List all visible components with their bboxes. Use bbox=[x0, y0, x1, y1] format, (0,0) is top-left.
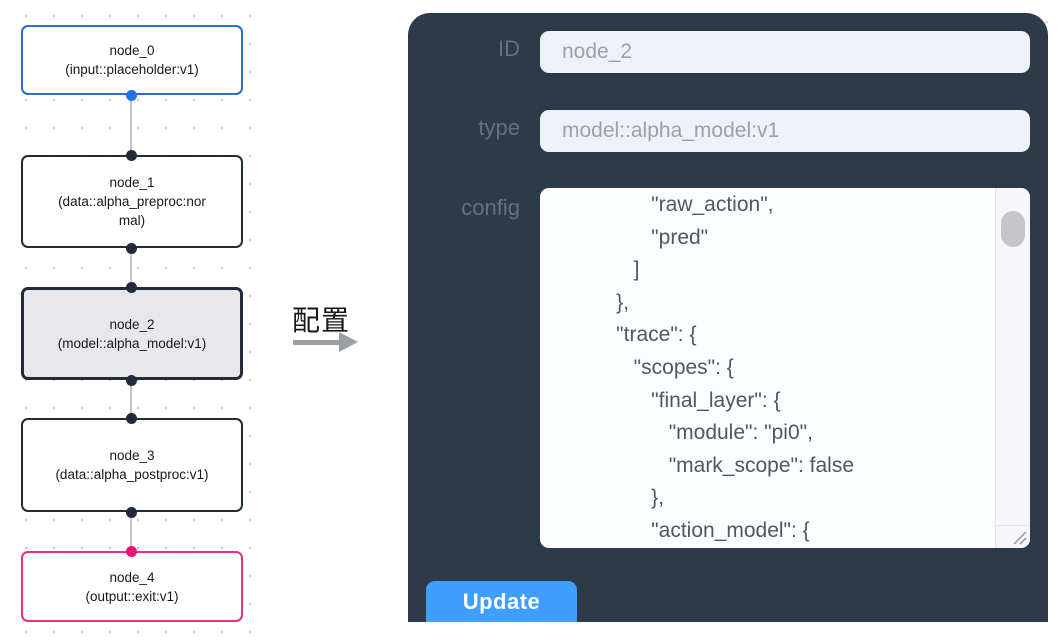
node-node_3[interactable]: node_3(data::alpha_postproc:v1) bbox=[21, 418, 243, 512]
scrollbar-corner-divider bbox=[995, 525, 1030, 526]
node_1-input-port-icon[interactable] bbox=[126, 150, 137, 161]
node-node_1[interactable]: node_1(data::alpha_preproc:normal) bbox=[21, 155, 243, 248]
node_1-output-port-icon[interactable] bbox=[126, 243, 137, 254]
type-input[interactable]: model::alpha_model:v1 bbox=[540, 110, 1030, 152]
config-scrollbar-track[interactable] bbox=[995, 188, 1030, 548]
type-field-label: type bbox=[478, 115, 520, 140]
arrow-right-icon bbox=[293, 340, 340, 345]
node-label: node_1(data::alpha_preproc:normal) bbox=[58, 175, 206, 228]
id-input-value: node_2 bbox=[562, 40, 633, 63]
config-scrollbar-thumb[interactable] bbox=[1001, 211, 1025, 247]
node_2-output-port-icon[interactable] bbox=[126, 375, 137, 386]
config-field-label: config bbox=[461, 195, 520, 220]
node-label: node_2(model::alpha_model:v1) bbox=[57, 316, 207, 351]
node_0-output-port-icon[interactable] bbox=[126, 90, 137, 101]
node-config-panel: ID node_2 type model::alpha_model:v1 con… bbox=[408, 13, 1048, 622]
node-label: node_3(data::alpha_postproc:v1) bbox=[55, 448, 209, 482]
config-textarea[interactable]: "raw_action", "pred" ] }, "trace": { "sc… bbox=[540, 188, 1030, 548]
node-node_0[interactable]: node_0(input::placeholder:v1) bbox=[21, 25, 243, 95]
edge-node_3-node_4 bbox=[130, 512, 132, 551]
edge-node_0-node_1 bbox=[130, 95, 132, 155]
arrow-right-head-icon bbox=[339, 332, 358, 352]
id-input[interactable]: node_2 bbox=[540, 31, 1030, 73]
edge-node_1-node_2 bbox=[130, 248, 132, 287]
node_3-input-port-icon[interactable] bbox=[126, 413, 137, 424]
node-node_2-selected[interactable]: node_2(model::alpha_model:v1) bbox=[21, 287, 243, 380]
node_3-output-port-icon[interactable] bbox=[126, 507, 137, 518]
id-field-label: ID bbox=[498, 36, 520, 61]
node_2-input-port-icon[interactable] bbox=[126, 282, 137, 293]
config-json-text: "raw_action", "pred" ] }, "trace": { "sc… bbox=[616, 193, 855, 542]
resize-handle-icon[interactable] bbox=[1010, 528, 1028, 546]
edge-node_2-node_3 bbox=[130, 380, 132, 418]
update-button[interactable]: Update bbox=[426, 581, 577, 622]
node-node_4[interactable]: node_4(output::exit:v1) bbox=[21, 551, 243, 622]
node-label: node_0(input::placeholder:v1) bbox=[65, 43, 199, 77]
node-label: node_4(output::exit:v1) bbox=[85, 569, 179, 604]
type-input-value: model::alpha_model:v1 bbox=[562, 119, 780, 142]
configure-label: 配置 bbox=[292, 305, 351, 336]
node_4-input-port-icon[interactable] bbox=[126, 546, 137, 557]
